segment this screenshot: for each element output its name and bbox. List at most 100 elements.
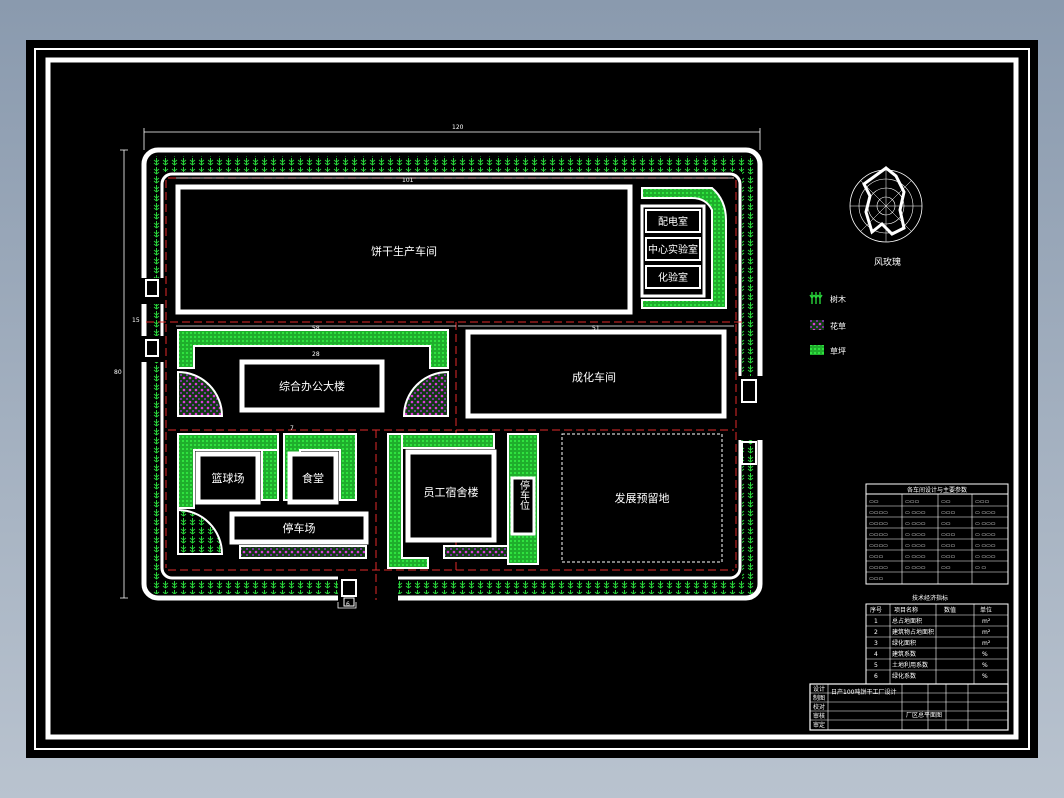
lab-green-belt	[641, 187, 727, 309]
svg-text:▭ ▭▭▭: ▭ ▭▭▭	[905, 554, 926, 560]
svg-text:▭ ▭▭▭: ▭ ▭▭▭	[975, 532, 996, 538]
tb-label-2: 校对	[813, 703, 825, 711]
legend-tree-label: 树木	[830, 294, 846, 304]
legend-lawn-icon	[810, 345, 824, 355]
drawing-sheet: 120 101 80 15 58 51 6 28 7 饼干生产车间 配电室 中心…	[26, 40, 1038, 758]
tb-label-0: 设计	[813, 685, 825, 693]
office-building	[239, 359, 385, 413]
building-parameter-table: 各车间设计与主要参数 ▭▭▭▭▭▭▭▭▭▭ ▭▭▭▭▭ ▭▭▭▭▭▭▭ ▭▭▭ …	[865, 483, 1009, 585]
dim-overall-width: 120	[452, 124, 464, 131]
svg-text:▭ ▭: ▭ ▭	[975, 565, 986, 571]
biscuit-workshop	[175, 184, 633, 315]
svg-text:▭▭▭: ▭▭▭	[975, 499, 989, 505]
wind-rose-label: 风玫瑰	[874, 256, 901, 268]
table2-title: 技术经济指标	[912, 594, 948, 602]
tb-drawing-name: 厂区总平面图	[906, 711, 942, 719]
svg-text:▭▭▭▭: ▭▭▭▭	[869, 521, 888, 527]
svg-text:▭▭▭▭: ▭▭▭▭	[869, 543, 888, 549]
power-room-label: 配电室	[658, 215, 688, 228]
legend-flower-icon	[810, 320, 824, 330]
chem-lab-label: 化验室	[658, 271, 688, 284]
dim-overall-height: 80	[114, 369, 122, 376]
dim-mid-b: 51	[592, 325, 600, 332]
svg-text:▭▭▭: ▭▭▭	[941, 543, 955, 549]
legend-lawn-label: 草坪	[830, 346, 846, 356]
parking-space	[510, 476, 536, 536]
svg-text:▭▭▭: ▭▭▭	[869, 576, 883, 582]
parking-lot-label: 停车场	[283, 521, 316, 535]
table2-header-1: 项目名称	[894, 606, 918, 614]
dormitory-label: 员工宿舍楼	[424, 485, 479, 499]
svg-text:▭ ▭▭▭: ▭ ▭▭▭	[905, 521, 926, 527]
table2-header-0: 序号	[870, 606, 882, 614]
svg-text:▭ ▭▭▭: ▭ ▭▭▭	[975, 510, 996, 516]
table2-cell: 绿化面积	[892, 639, 916, 647]
reserve-land-label: 发展预留地	[615, 491, 670, 505]
table2-cell: 6	[874, 673, 878, 680]
dorm-flower-strip	[443, 545, 519, 559]
table1-title: 各车间设计与主要参数	[907, 486, 967, 494]
table2-cell: 2	[874, 629, 878, 636]
table2-cell: m²	[982, 618, 991, 625]
reserve-land	[561, 433, 723, 563]
svg-text:▭▭▭: ▭▭▭	[941, 532, 955, 538]
svg-text:▭ ▭▭▭: ▭ ▭▭▭	[975, 521, 996, 527]
dim-mid-a: 58	[312, 325, 320, 332]
svg-text:▭▭▭▭: ▭▭▭▭	[869, 510, 888, 516]
table2-cell: 1	[874, 618, 878, 625]
table2-cell: 4	[874, 651, 878, 658]
dim-left-gap: 15	[132, 317, 140, 324]
svg-text:▭▭: ▭▭	[941, 565, 951, 571]
legend: 树木 花草 草坪	[809, 292, 846, 356]
gates	[140, 278, 764, 607]
canteen	[287, 451, 339, 505]
svg-text:▭▭▭: ▭▭▭	[941, 554, 955, 560]
parking-space-label: 停车位	[518, 479, 530, 510]
technical-indicator-table: 技术经济指标 序号 项目名称 数值 单位 1 总占地面积 m² 2 建筑物占地面…	[865, 594, 1009, 685]
table2-cell: 3	[874, 640, 878, 647]
chem-lab	[645, 265, 701, 289]
svg-text:▭▭▭▭: ▭▭▭▭	[869, 565, 888, 571]
table2-cell: %	[982, 673, 988, 680]
basketball-green-belt	[177, 433, 279, 509]
parking-lot	[229, 511, 369, 545]
table2-cell: 建筑系数	[892, 650, 916, 658]
dimension-lines	[120, 128, 761, 609]
inner-frame	[45, 57, 1019, 740]
table2-cell: 5	[874, 662, 878, 669]
parking-flower-strip	[239, 545, 367, 559]
dim-office-width: 28	[312, 351, 320, 358]
baking-workshop-label: 成化车间	[572, 370, 616, 384]
central-lab-label: 中心实验室	[648, 243, 698, 256]
dorm-green-belt	[387, 433, 495, 569]
legend-flower-label: 花草	[830, 321, 846, 331]
tb-project-title: 日产100吨饼干工厂设计	[831, 688, 896, 696]
svg-text:▭ ▭▭▭: ▭ ▭▭▭	[905, 543, 926, 549]
table2-cell: 绿化系数	[892, 672, 916, 680]
outer-frame	[34, 48, 1030, 750]
basketball-court	[195, 451, 261, 505]
svg-text:▭ ▭▭▭: ▭ ▭▭▭	[905, 510, 926, 516]
parking-flower-corner	[177, 508, 224, 555]
canteen-label: 食堂	[302, 471, 324, 485]
office-flower-right	[402, 370, 449, 417]
svg-text:▭ ▭▭▭: ▭ ▭▭▭	[905, 532, 926, 538]
svg-text:▭ ▭▭▭: ▭ ▭▭▭	[975, 543, 996, 549]
svg-text:▭▭▭: ▭▭▭	[905, 499, 919, 505]
office-building-label: 综合办公大楼	[279, 379, 345, 393]
table2-cell: %	[982, 662, 988, 669]
tb-label-4: 审定	[813, 721, 825, 729]
svg-text:▭▭▭▭: ▭▭▭▭	[869, 532, 888, 538]
table2-cell: 建筑物占地面积	[892, 628, 934, 636]
dim-road-gap: 6	[346, 601, 350, 608]
svg-text:▭▭▭: ▭▭▭	[941, 510, 955, 516]
table2-cell: m²	[982, 640, 991, 647]
table2-cell: m²	[982, 629, 991, 636]
svg-text:▭▭▭: ▭▭▭	[869, 554, 883, 560]
central-lab	[645, 237, 701, 261]
svg-text:▭ ▭▭▭: ▭ ▭▭▭	[975, 554, 996, 560]
tb-label-1: 制图	[813, 694, 825, 702]
cad-drawing: 120 101 80 15 58 51 6 28 7 饼干生产车间 配电室 中心…	[34, 48, 1030, 750]
dim-inner-width: 101	[402, 177, 414, 184]
table2-header-2: 数值	[944, 606, 956, 614]
